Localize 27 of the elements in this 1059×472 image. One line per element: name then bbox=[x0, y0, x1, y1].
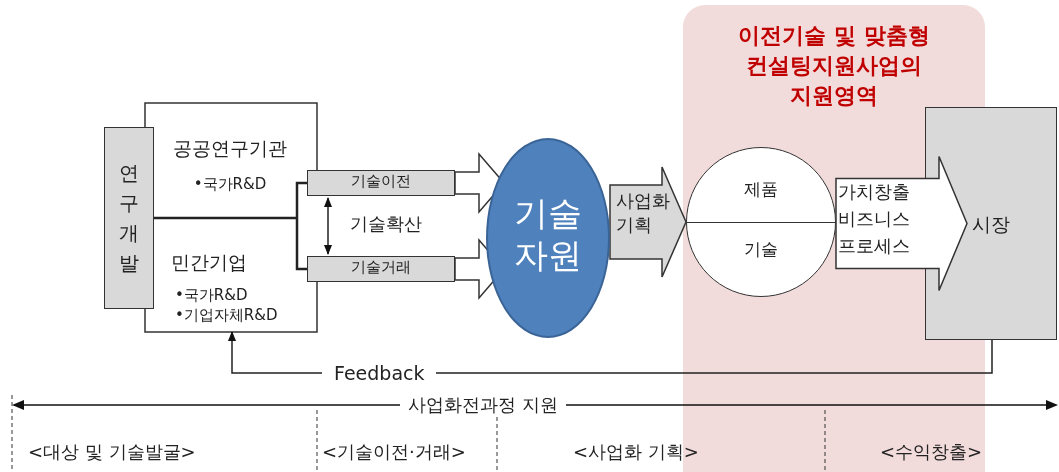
bullet-item: •국가R&D bbox=[175, 286, 249, 306]
stage-label: <사업화 기획> bbox=[573, 440, 699, 464]
connector-line bbox=[152, 181, 309, 271]
arrow-label: 가치창출 비즈니스 프로세스 bbox=[838, 179, 911, 258]
circle-label: 기술 bbox=[742, 238, 779, 261]
stage-label: <기술이전·거래> bbox=[322, 440, 466, 464]
trade-box bbox=[307, 256, 455, 282]
box-heading: 공공연구기관 bbox=[172, 136, 288, 161]
stage-label: <대상 및 기술발굴> bbox=[28, 440, 196, 464]
research-box bbox=[104, 127, 154, 309]
block-arrow bbox=[609, 166, 687, 278]
block-arrow bbox=[835, 155, 968, 292]
area-title: 이전기술 및 맞춤형 컨설팅지원사업의 지원영역 bbox=[737, 22, 931, 110]
stage-label: <수익창출> bbox=[880, 440, 983, 464]
box-label: 기술이전 bbox=[350, 172, 412, 192]
arrow-label: 사업화 기획 bbox=[616, 189, 671, 237]
bullet-item: •국가R&D bbox=[192, 175, 268, 195]
bullet-item: •기업자체R&D bbox=[175, 306, 279, 326]
circle-label: 제품 bbox=[742, 178, 779, 201]
transfer-box bbox=[307, 170, 455, 196]
box-heading: 민간기업 bbox=[171, 250, 248, 275]
edge-label: 기술확산 bbox=[350, 212, 422, 236]
box-label: 연구개발 bbox=[118, 160, 140, 277]
ellipse-label: 기술자원 bbox=[513, 192, 583, 276]
double-arrow bbox=[324, 197, 332, 255]
box-label: 시장 bbox=[972, 212, 1011, 237]
box-label: 기술거래 bbox=[350, 258, 412, 278]
